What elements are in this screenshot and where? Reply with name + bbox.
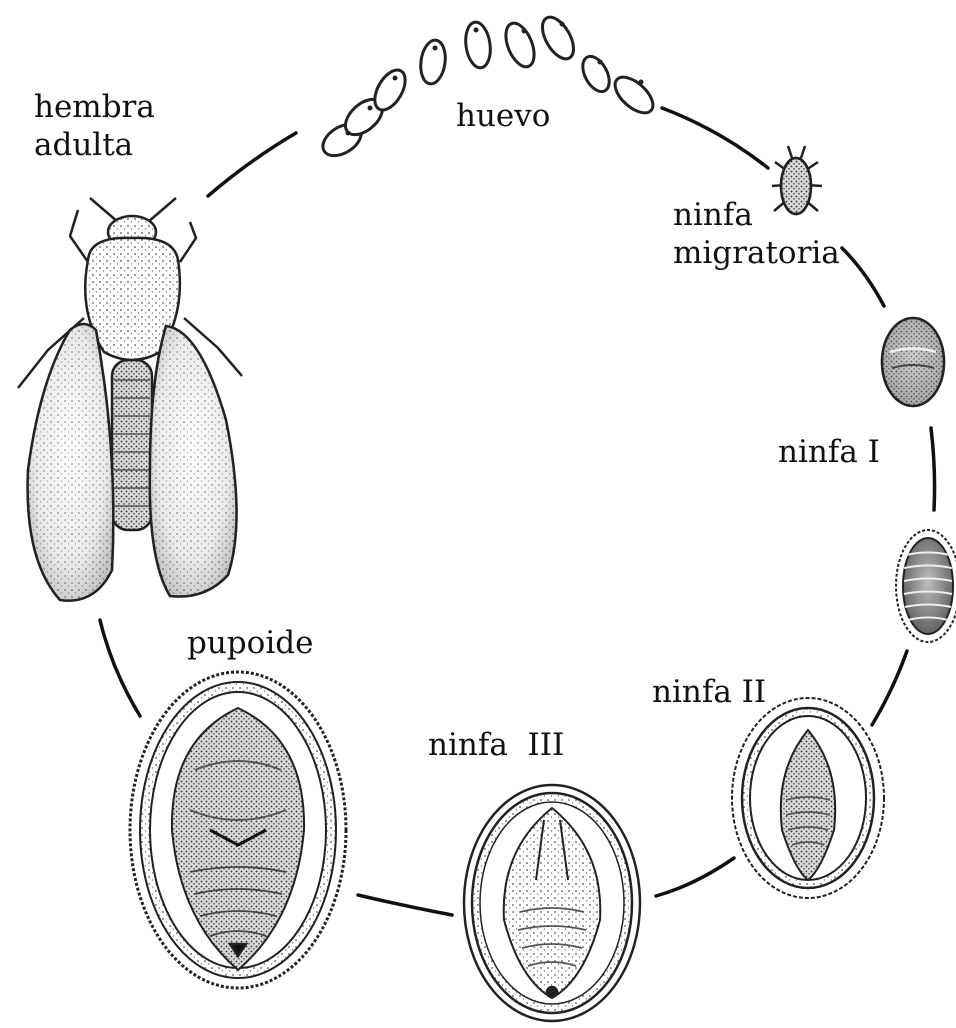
adult-female-figure (18, 198, 242, 601)
egg-6 (500, 19, 539, 71)
nymph-3-figure (464, 785, 640, 1021)
nymph-3-label: ninfa III (428, 726, 564, 764)
egg-7 (536, 12, 580, 64)
arc-nymph3-to-pupa (358, 895, 452, 915)
eggs-group (317, 12, 659, 162)
nymph-1b-figure (896, 530, 956, 642)
adult-label-line2: adulta (34, 126, 155, 164)
arc-migratory-to-nymph1 (842, 248, 884, 306)
arc-nymph1-to-nymph1b (931, 428, 935, 510)
arc-egg-to-migratory (662, 108, 768, 168)
arc-adult-to-egg (208, 133, 296, 196)
pupoide-figure (130, 672, 346, 988)
nymph-1-figure (882, 318, 944, 406)
adult-label-line1: hembra (34, 88, 155, 126)
migratory-label-line2: migratoria (673, 234, 840, 272)
nymph-2-figure (732, 698, 884, 898)
egg-label: huevo (456, 97, 550, 135)
egg-4 (418, 39, 448, 86)
egg-9 (609, 71, 659, 120)
migratory-label-line1: ninfa (673, 196, 840, 234)
egg-8 (577, 52, 614, 96)
arc-to-nymph2 (872, 651, 907, 725)
pupoide-label: pupoide (187, 624, 313, 662)
arc-nymph2-to-nymph3 (656, 858, 734, 896)
nymph-1-label: ninfa I (778, 433, 880, 471)
adult-label: hembra adulta (34, 88, 155, 164)
nymph-2-label: ninfa II (652, 673, 766, 711)
arc-pupa-to-adult (100, 620, 140, 716)
migratory-nymph-label: ninfa migratoria (673, 196, 840, 272)
egg-5 (463, 21, 493, 70)
